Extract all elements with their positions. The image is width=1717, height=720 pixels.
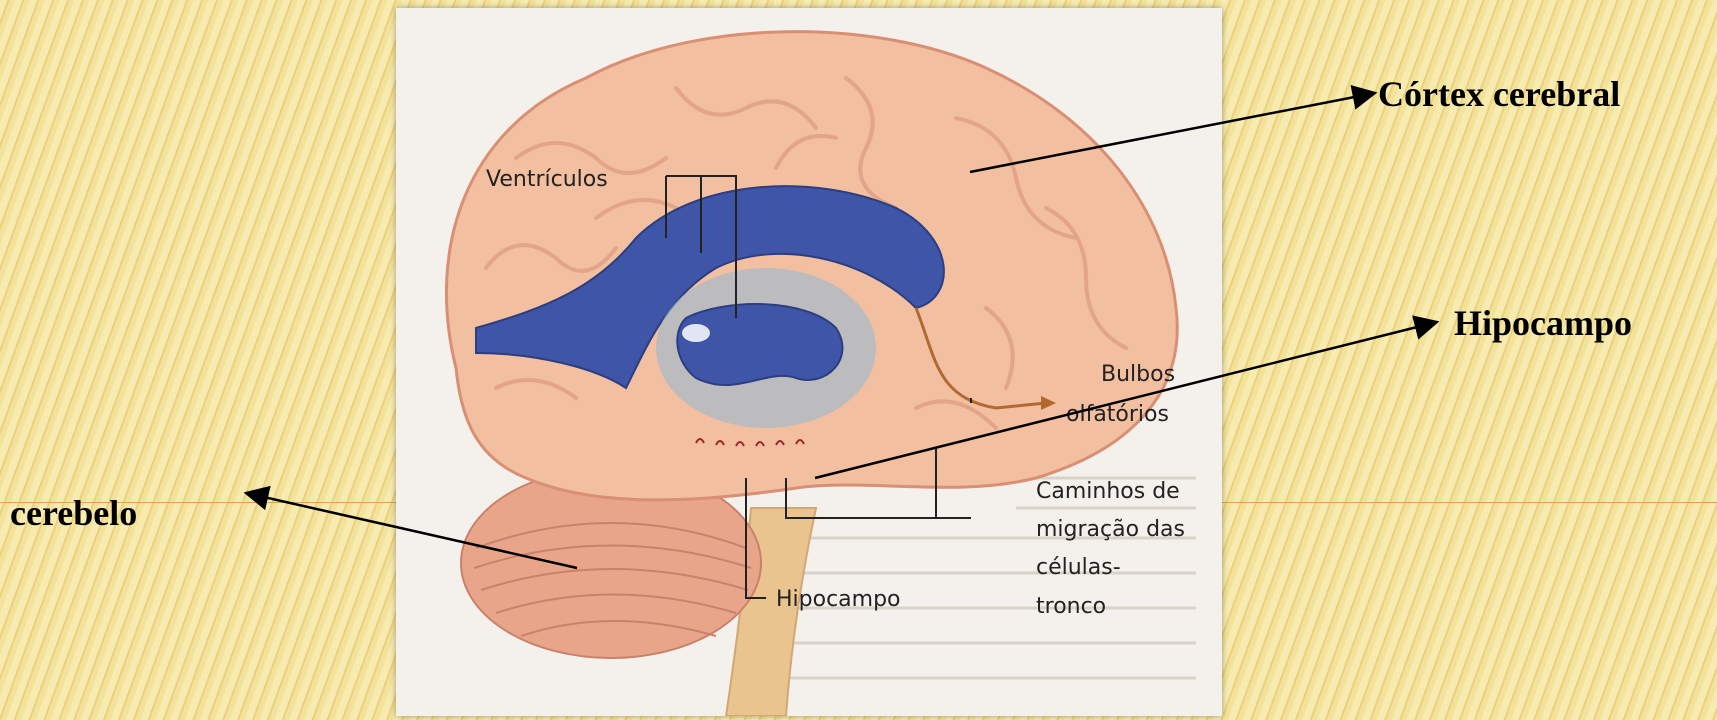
callout-cortex-cerebral: Córtex cerebral [1378, 73, 1620, 115]
arrow-cortex [970, 93, 1375, 172]
callout-hipocampo: Hipocampo [1454, 302, 1632, 344]
arrow-hipocampo [815, 322, 1437, 478]
callout-cerebelo: cerebelo [10, 492, 137, 534]
arrow-cerebelo [246, 493, 577, 568]
